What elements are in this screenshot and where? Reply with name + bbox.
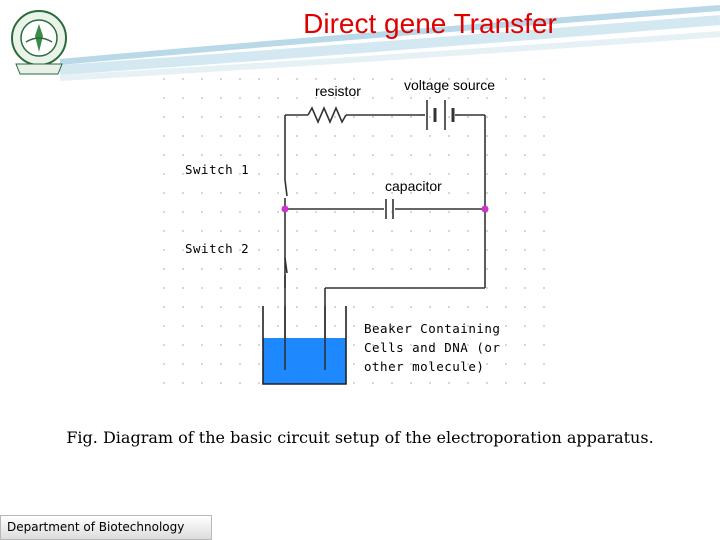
figure-caption: Fig. Diagram of the basic circuit setup … [66,428,654,447]
electroporation-circuit-diagram: resistor voltage source capacitor Switch… [155,70,550,395]
switch-1-blade [284,179,288,197]
slide-title: Direct gene Transfer [303,8,557,39]
footer-department: Department of Biotechnology [0,515,212,540]
label-resistor: resistor [315,83,361,99]
switch-2-blade [284,257,288,274]
label-beaker-line-1: Beaker Containing [364,321,500,336]
label-beaker-line-3: other molecule) [364,359,484,374]
voltage-source-symbol [420,100,460,130]
grid-background [155,70,550,395]
label-beaker-line-2: Cells and DNA (or [364,340,500,355]
header-swoosh [59,5,720,81]
university-logo-icon [11,10,67,75]
label-switch-2: Switch 2 [185,241,249,256]
beaker [262,306,347,385]
label-capacitor: capacitor [385,178,442,194]
label-switch-1: Switch 1 [185,162,249,177]
label-voltage-source: voltage source [404,77,495,93]
junction-node-right [481,205,489,213]
beaker-liquid [263,338,346,384]
junction-node-left [281,205,289,213]
beaker-outline [262,306,347,385]
capacitor-symbol [385,199,394,219]
resistor-symbol [307,105,347,125]
